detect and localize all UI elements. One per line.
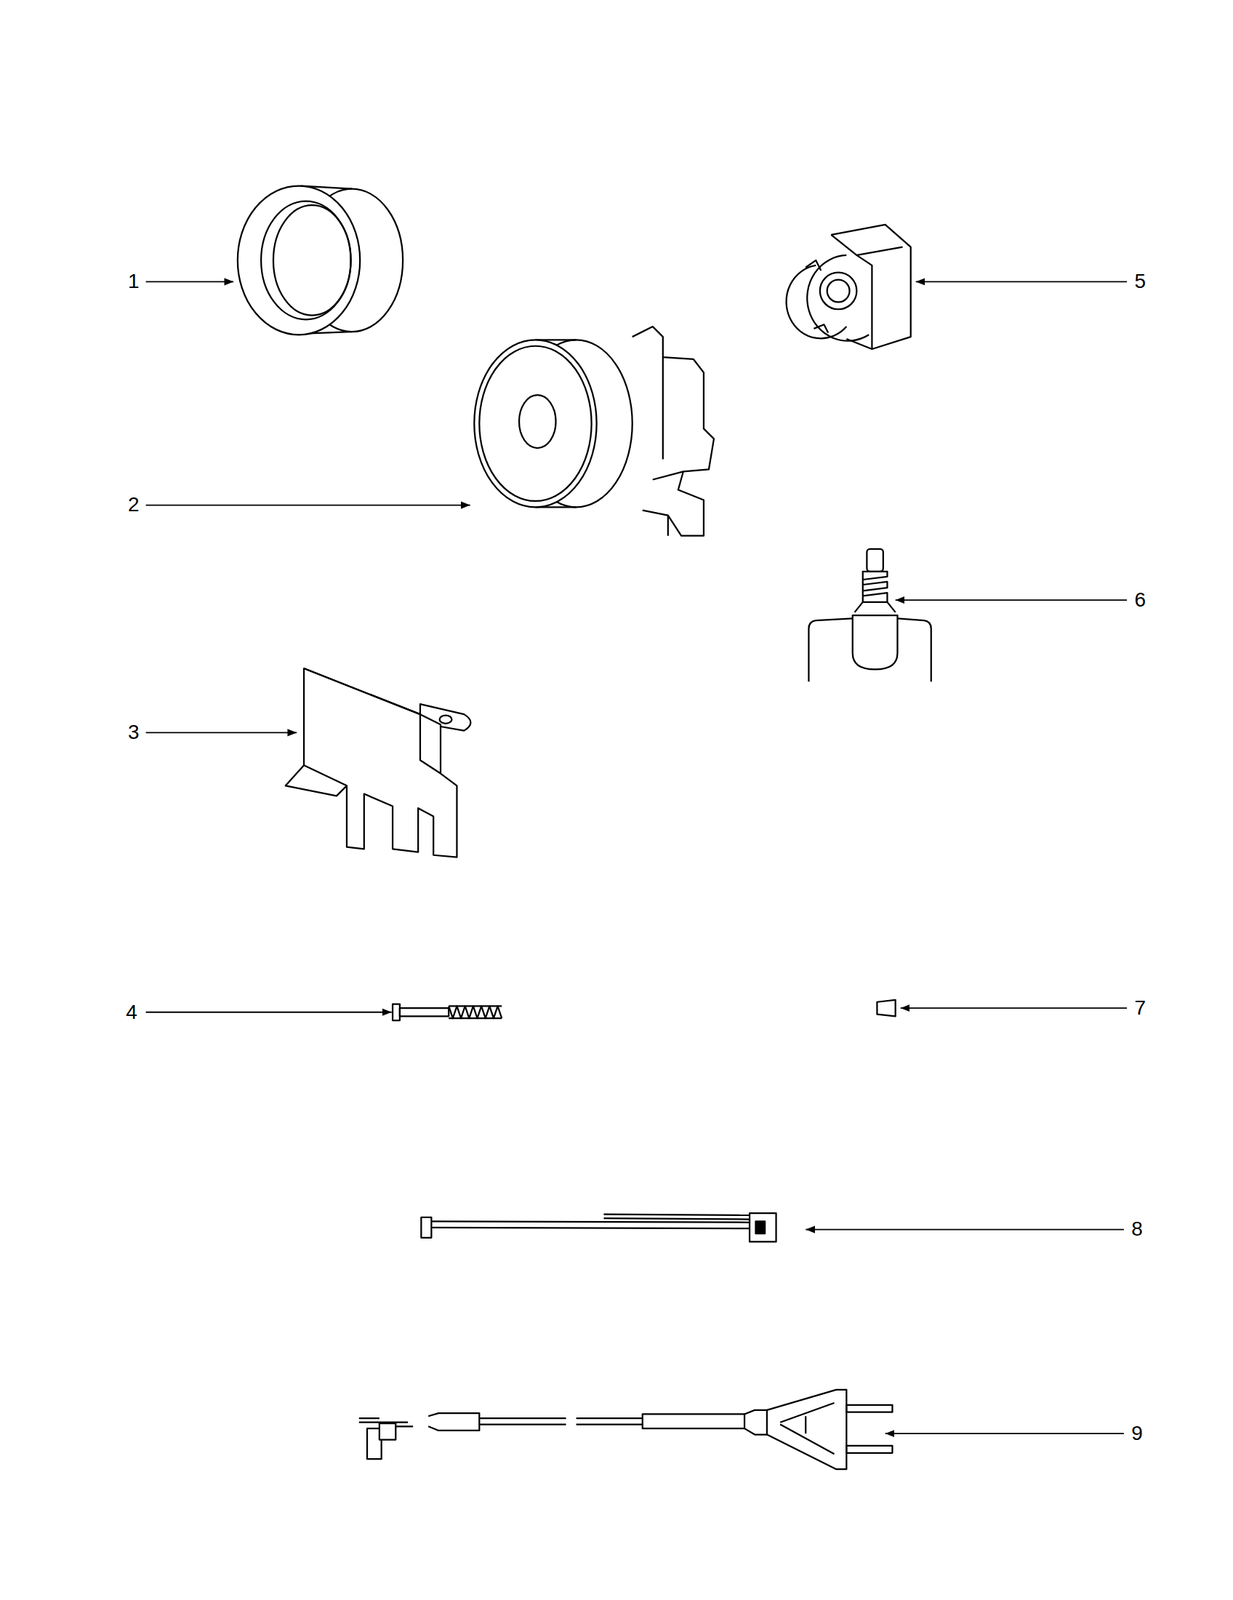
- callout-number: 9: [1129, 1422, 1146, 1444]
- callout-number: 8: [1129, 1218, 1146, 1239]
- switch-bulb: [808, 548, 931, 682]
- callout-number: 1: [125, 271, 142, 292]
- gasket-ring: [237, 186, 403, 336]
- callout-number: 6: [1132, 589, 1149, 610]
- holder-clip: [786, 224, 911, 349]
- wire-harness: [420, 1212, 776, 1241]
- callout-number: 4: [123, 1001, 140, 1023]
- wire-tip: [876, 999, 895, 1016]
- callout-number: 5: [1132, 271, 1149, 292]
- mounting-bracket: [285, 668, 472, 858]
- leader-lines: [146, 281, 1128, 1433]
- screw: [392, 1003, 502, 1020]
- callout-number: 2: [125, 494, 142, 515]
- callout-number: 7: [1132, 997, 1149, 1018]
- power-cord: [359, 1389, 893, 1469]
- callout-number: 3: [125, 721, 142, 743]
- motor: [474, 326, 714, 536]
